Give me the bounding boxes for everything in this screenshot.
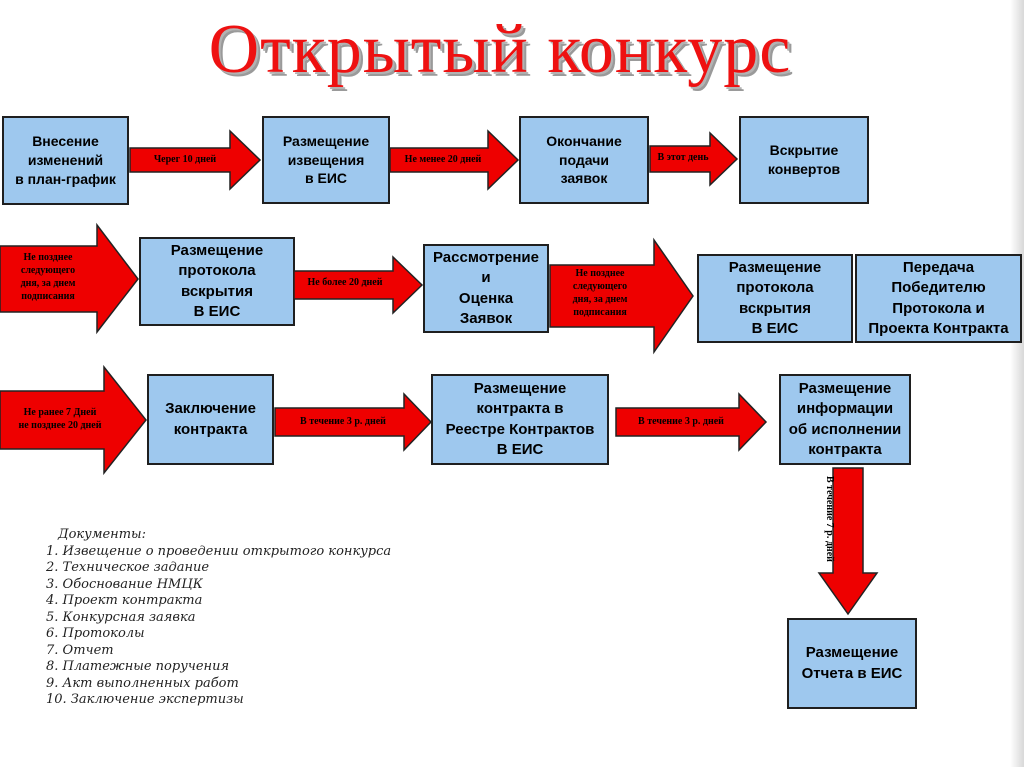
arrow-label: Не позднее следующего дня, за днем подпи… [20,252,76,302]
box-registry: Размещение контракта в Реестре Контракто… [431,374,609,465]
arrow-same-day: В этот день [649,131,739,187]
arrow-next-day-1: Не позднее следующего дня, за днем подпи… [0,222,139,335]
document-item: 8. Платежные поручения [46,659,230,674]
arrow-min-20-days: Не менее 20 дней [389,129,520,191]
document-item: 6. Протоколы [46,626,145,641]
arrow-7-days-down [817,467,879,616]
box-deadline: Окончание подачи заявок [519,116,649,204]
arrow-label-vertical: В течение 7 р. дней [824,476,835,562]
arrow-label: Не ранее 7 Дней не позднее 20 дней [18,407,102,431]
arrow-after-10-days: Черег 10 дней [129,129,262,191]
arrow-label: Не менее 20 дней [404,154,482,165]
box-opening-protocol-1: Размещение протокола вскрытия В ЕИС [139,237,295,326]
box-report: Размещение Отчета в ЕИС [787,618,917,709]
document-item: 4. Проект контракта [46,593,203,608]
arrow-next-day-2: Не позднее следующего дня, за днем подпи… [549,237,694,355]
documents-items: 1. Извещение о проведении открытого конк… [46,544,391,709]
document-item: 2. Техническое задание [46,560,210,575]
document-item: 7. Отчет [46,642,114,658]
documents-heading: Документы: [58,527,147,542]
document-item: 9. Акт выполненных работ [46,675,239,691]
box-transfer: Передача Победителю Протокола и Проекта … [855,254,1022,343]
slide-edge-shadow [1010,0,1024,767]
page-title: Открытый конкурс [208,11,792,88]
arrow-label: Черег 10 дней [153,154,217,165]
box-plan-changes: Внесение изменений в план-график [2,116,129,205]
box-execution: Размещение информации об исполнении конт… [779,374,911,465]
arrow-label: В этот день [657,152,709,163]
arrow-label: Не позднее следующего дня, за днем подпи… [572,268,628,318]
arrow-7-to-20-days: Не ранее 7 Дней не позднее 20 дней [0,364,147,476]
document-item: 1. Извещение о проведении открытого конк… [46,543,392,559]
box-notice-eis: Размещение извещения в ЕИС [262,116,390,204]
document-item: 10. Заключение экспертизы [46,692,244,707]
documents-list: Документы: 1. Извещение о проведении отк… [46,527,391,709]
box-opening-protocol-2: Размещение протокола вскрытия В ЕИС [697,254,853,343]
arrow-label: Не более 20 дней [307,277,383,288]
arrow-label: В течение 3 р. дней [300,416,386,427]
document-item: 3. Обоснование НМЦК [46,576,203,592]
arrow-max-20-days: Не более 20 дней [293,255,424,315]
box-opening: Вскрытие конвертов [739,116,869,204]
arrow-3-days-1: В течение 3 р. дней [274,392,433,452]
box-conclusion: Заключение контракта [147,374,274,465]
document-item: 5. Конкурсная заявка [46,609,196,625]
arrow-label: В течение 3 р. дней [638,416,724,427]
arrow-3-days-2: В течение 3 р. дней [615,392,768,452]
box-review: Рассмотрение и Оценка Заявок [423,244,549,333]
